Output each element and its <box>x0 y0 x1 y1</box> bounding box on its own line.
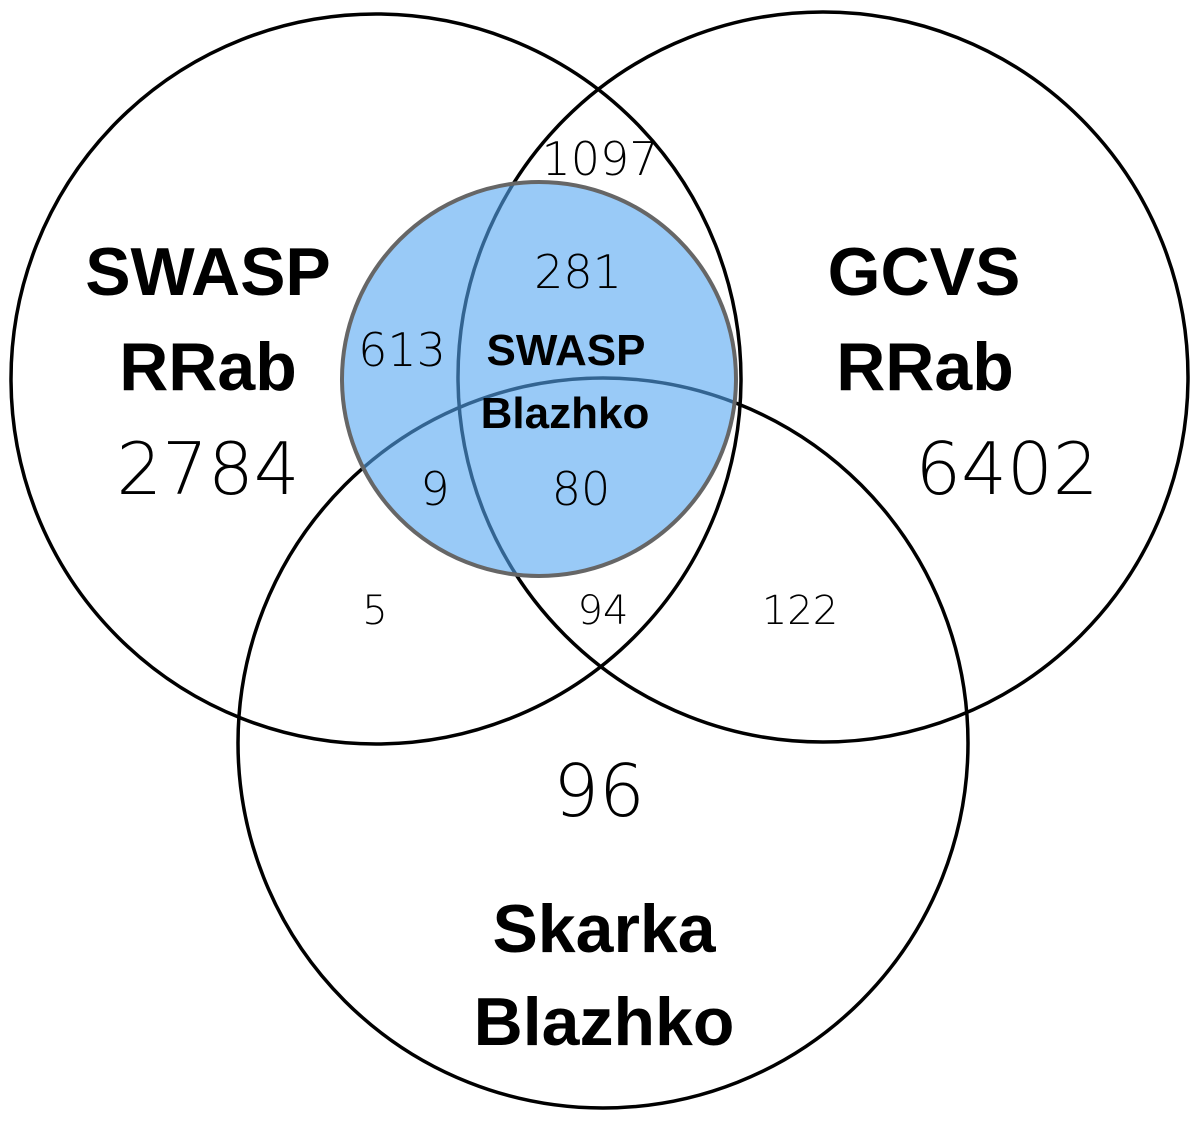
count-blazhko-gcvs: 281 <box>534 245 622 299</box>
count-swasp-rrab-only: 2784 <box>116 427 299 511</box>
label-gcvs-rrab-line1: GCVS <box>828 234 1021 310</box>
label-skarka-blazhko-line1: Skarka <box>492 891 716 967</box>
label-swasp-rrab-line2: RRab <box>119 329 297 405</box>
count-blazhko-skarka: 9 <box>420 462 449 516</box>
count-swasp-gcvs: 1097 <box>541 132 658 186</box>
count-blazhko-only: 613 <box>358 323 446 377</box>
label-skarka-blazhko-line2: Blazhko <box>474 984 735 1060</box>
count-skarka-blazhko-only: 96 <box>553 749 645 833</box>
count-blazhko-gcvs-skarka: 80 <box>552 462 611 516</box>
circle-swasp-rrab <box>9 12 743 746</box>
count-gcvs-rrab-only: 6402 <box>915 427 1098 511</box>
count-swasp-skarka: 5 <box>362 588 387 634</box>
count-gcvs-skarka: 122 <box>762 588 838 634</box>
label-swasp-blazhko-line2: Blazhko <box>481 389 650 438</box>
label-swasp-rrab-line1: SWASP <box>85 234 331 310</box>
circle-swasp-blazhko-fill <box>342 182 736 576</box>
label-gcvs-rrab-line2: RRab <box>836 329 1014 405</box>
count-swasp-gcvs-skarka: 94 <box>578 588 629 634</box>
label-swasp-blazhko-line1: SWASP <box>487 326 646 375</box>
circle-swasp-blazhko-outline <box>340 180 738 578</box>
